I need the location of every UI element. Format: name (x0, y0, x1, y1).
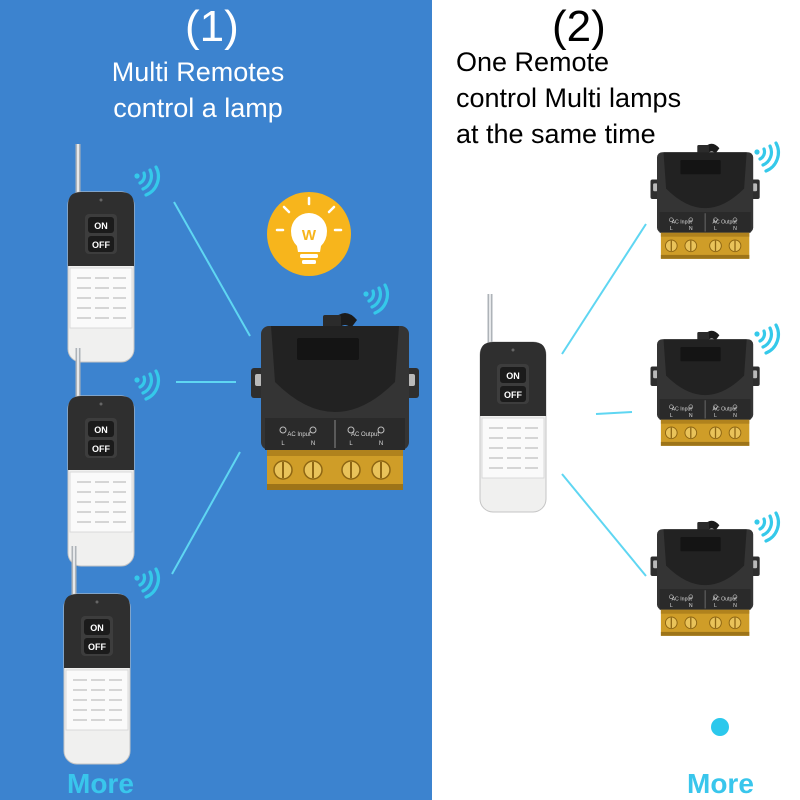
output-label: AC Output (712, 597, 737, 603)
relay-receiver: AC Input AC Output L N L N (649, 330, 761, 447)
wifi-signal-icon (752, 141, 781, 173)
terminal-label: N (689, 603, 693, 609)
signal-line (595, 411, 633, 415)
wifi-signal-icon (132, 369, 161, 401)
on-button-label: ON (506, 371, 520, 381)
caption-left: Multi Remotes control a lamp (68, 54, 328, 126)
input-label: AC Input (287, 432, 311, 438)
terminal-label: N (311, 441, 315, 447)
wifi-signal-icon (752, 323, 781, 355)
terminal-label: L (281, 441, 285, 447)
section-number-left: (1) (185, 2, 239, 51)
bulb-letter: W (302, 227, 317, 244)
on-button-label: ON (94, 221, 108, 231)
terminal-label: L (349, 441, 353, 447)
terminal-label: N (733, 226, 737, 232)
caption-line: control Multi lamps (456, 83, 682, 113)
on-button-label: ON (94, 425, 108, 435)
section-number-right: (2) (552, 2, 606, 51)
signal-line (561, 223, 647, 355)
terminal-label: N (689, 413, 693, 419)
signal-line (173, 201, 251, 337)
wifi-signal-icon (361, 283, 390, 315)
wifi-signal-icon (132, 165, 161, 197)
off-button-label: OFF (504, 390, 522, 400)
output-label: AC Output (351, 432, 379, 438)
signal-line (561, 473, 647, 577)
off-button-label: OFF (92, 444, 110, 454)
caption-right: One Remote control Multi lamps at the sa… (456, 44, 681, 152)
input-label: AC Input (672, 597, 693, 603)
relay-receiver: AC Input AC Output L N L N (649, 143, 761, 260)
terminal-label: L (714, 603, 717, 609)
terminal-label: L (714, 413, 717, 419)
remote-control: ON OFF (64, 546, 130, 764)
output-label: AC Output (712, 220, 737, 226)
wifi-signal-icon (132, 567, 161, 599)
wifi-signal-icon (752, 511, 781, 543)
more-indicator-dot (711, 718, 729, 736)
off-button-label: OFF (88, 642, 106, 652)
terminal-label: L (714, 226, 717, 232)
terminal-label: N (689, 226, 693, 232)
terminal-label: L (670, 413, 673, 419)
remote-control: ON OFF (68, 348, 134, 566)
more-link-right[interactable]: More (687, 768, 754, 799)
terminal-label: L (670, 603, 673, 609)
input-label: AC Input (672, 407, 693, 413)
output-label: AC Output (712, 407, 737, 413)
caption-line: control a lamp (113, 93, 283, 123)
terminal-label: N (733, 413, 737, 419)
signal-line (171, 451, 241, 575)
caption-line: Multi Remotes (111, 57, 285, 87)
remote-control: ON OFF (68, 144, 134, 362)
off-button-label: OFF (92, 240, 110, 250)
lightbulb-icon: W (267, 192, 351, 276)
terminal-label: L (670, 226, 673, 232)
terminal-label: N (379, 441, 383, 447)
input-label: AC Input (672, 220, 693, 226)
terminal-label: N (733, 603, 737, 609)
on-button-label: ON (90, 623, 104, 633)
relay-receiver: AC Input AC Output L N L N (250, 312, 420, 491)
remote-control: ON OFF (480, 294, 546, 512)
caption-line: at the same time (456, 119, 656, 149)
relay-receiver: AC Input AC Output L N L N (649, 520, 761, 637)
more-link-left[interactable]: More (67, 768, 134, 799)
signal-lines (171, 201, 647, 577)
caption-line: One Remote (456, 47, 610, 77)
